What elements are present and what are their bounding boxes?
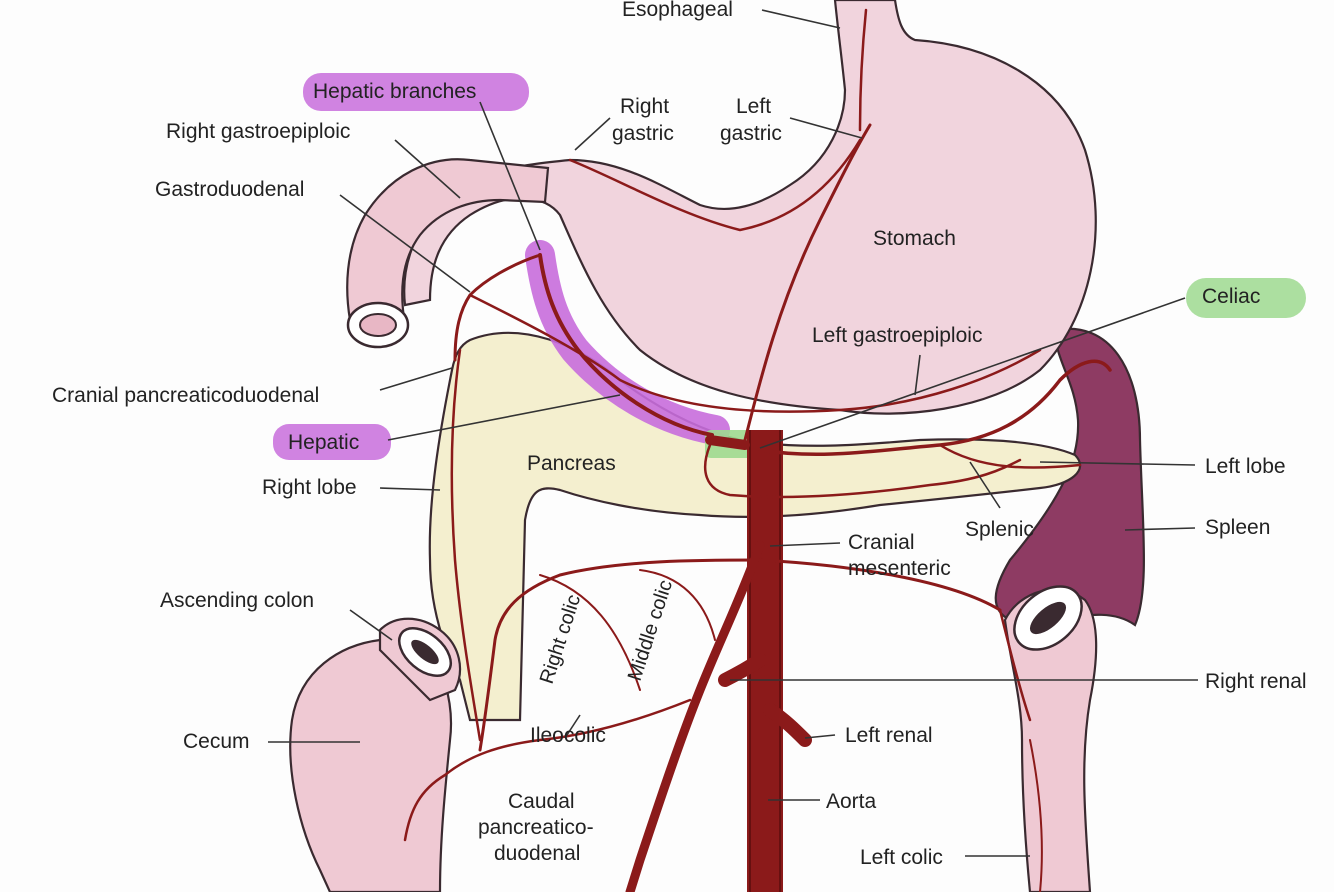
label-pancreas: Pancreas (527, 452, 616, 475)
label-cranial-pancreaticoduodenal: Cranial pancreaticoduodenal (52, 384, 319, 407)
label-caudal-pd-line1: Caudal (508, 790, 575, 813)
label-right-gastric-line2: gastric (612, 122, 674, 145)
celiac-trunk (710, 440, 745, 445)
label-esophageal: Esophageal (622, 0, 733, 21)
label-left-renal: Left renal (845, 724, 933, 747)
label-left-gastric-line1: Left (736, 95, 771, 118)
label-cranial-mesenteric-line2: mesenteric (848, 557, 951, 580)
label-stomach: Stomach (873, 227, 956, 250)
label-spleen: Spleen (1205, 516, 1270, 539)
label-gastroduodenal: Gastroduodenal (155, 178, 304, 201)
label-hepatic-branches: Hepatic branches (313, 80, 476, 103)
label-left-gastroepiploic: Left gastroepiploic (812, 324, 982, 347)
label-ascending-colon: Ascending colon (160, 589, 314, 612)
label-right-gastric-line1: Right (620, 95, 669, 118)
label-right-gastroepiploic: Right gastroepiploic (166, 120, 350, 143)
label-left-gastric-line2: gastric (720, 122, 782, 145)
duodenum-shape (347, 159, 548, 325)
duodenum-lumen (360, 314, 396, 336)
label-aorta: Aorta (826, 790, 877, 813)
label-middle-colic: Middle colic (624, 577, 677, 683)
label-right-colic: Right colic (536, 592, 585, 687)
label-right-renal: Right renal (1205, 670, 1307, 693)
label-ileocolic: Ileocolic (530, 724, 606, 747)
label-hepatic: Hepatic (288, 431, 359, 454)
label-splenic: Splenic (965, 518, 1034, 541)
label-left-lobe: Left lobe (1205, 455, 1286, 478)
label-caudal-pd-line3: duodenal (494, 842, 580, 865)
label-caudal-pd-line2: pancreatico- (478, 816, 594, 839)
label-right-lobe: Right lobe (262, 476, 357, 499)
label-left-colic: Left colic (860, 846, 943, 869)
label-cecum: Cecum (183, 730, 250, 753)
label-cranial-mesenteric-line1: Cranial (848, 531, 915, 554)
label-celiac: Celiac (1202, 285, 1260, 308)
